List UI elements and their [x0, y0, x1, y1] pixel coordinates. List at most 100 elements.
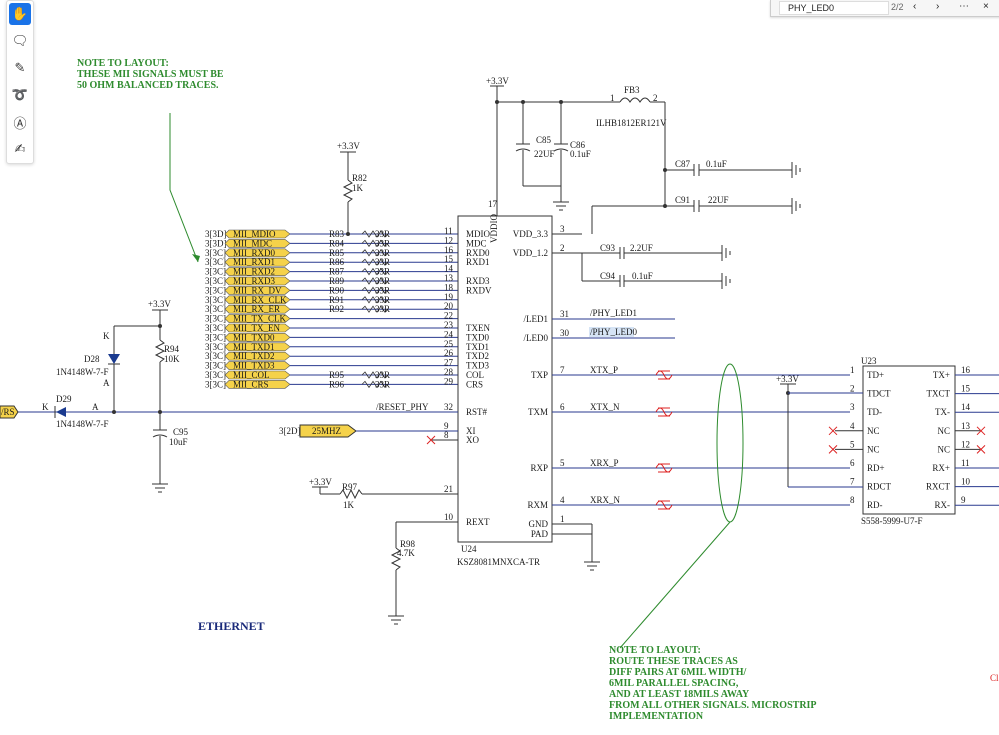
find-more-icon[interactable]: ⋯ — [959, 1, 969, 12]
mii-resistor — [361, 267, 389, 276]
mii-net-label: MII_TXD2 — [233, 351, 275, 361]
u24-vddio-label: VDDIO — [489, 214, 499, 243]
u24-right-pin-number: 7 — [560, 365, 565, 375]
u24-pin-name: RXDV — [466, 285, 492, 295]
mii-port-flag — [224, 267, 291, 276]
u24-pin-number: 22 — [444, 311, 453, 321]
u24-right-pin-name: RXM — [527, 500, 548, 510]
find-input[interactable]: PHY_LED0 — [779, 1, 889, 15]
u24-ground — [552, 523, 600, 571]
sign-icon[interactable]: ✍ — [14, 141, 26, 157]
mii-sheet-ref: 3[3C] — [205, 351, 226, 361]
mii-net-label: MII_RXD0 — [233, 248, 275, 258]
mii-resistor — [361, 305, 389, 313]
mii-resistor-value: 33R — [375, 229, 390, 239]
find-close-icon[interactable]: × — [983, 1, 989, 12]
mii-resistor — [361, 286, 389, 295]
mii-resistor — [361, 371, 389, 379]
mii-resistor — [361, 258, 389, 266]
net-xtxp: XTX_P — [590, 365, 618, 375]
u23-ref: U23 — [861, 356, 877, 366]
r82-ref: R82 — [352, 173, 367, 183]
pen-icon[interactable]: ✎ — [14, 60, 26, 76]
u23-nc-mark-right — [976, 426, 986, 436]
r94-ref: R94 — [164, 344, 180, 354]
fb3-ref: FB3 — [624, 85, 640, 95]
u23-right-pin-name: TX- — [935, 407, 950, 417]
u23-right-pin-number: 13 — [961, 421, 971, 431]
d29-a: A — [92, 402, 99, 412]
u24-pin-name: TXD2 — [466, 351, 489, 361]
u23-magnetics: U23 S558-5999-U7-F +3.3V — [776, 356, 956, 526]
mii-resistor-value: 33R — [375, 370, 390, 380]
find-count: 2/2 — [891, 2, 904, 12]
u23-left-pin-number: 1 — [850, 365, 855, 375]
mii-net-label: MII_CRS — [233, 379, 269, 389]
reset-circuit: +3.3V K A D28 1N4148W-7-F R94 10K /RS K … — [0, 299, 458, 493]
d28-ref: D28 — [84, 354, 100, 364]
d28-diode — [108, 354, 120, 364]
mii-net-label: MII_COL — [233, 370, 270, 380]
add-comment-icon[interactable]: 🗨 — [11, 33, 29, 49]
diffpair-marker-1 — [655, 370, 673, 380]
c91-ref: C91 — [675, 195, 690, 205]
net-xrxp: XRX_P — [590, 458, 619, 468]
note2-line1: NOTE TO LAYOUT: — [609, 645, 701, 656]
u23-right-pin-number: 9 — [961, 495, 966, 505]
mii-sheet-ref: 3[3C] — [205, 323, 226, 333]
u23-right-pin-name: TXCT — [927, 389, 951, 399]
hand-tool-icon[interactable]: ✋ — [9, 3, 31, 25]
diff-pairs: XTX_P XTX_N XRX_P XRX_N — [552, 363, 850, 649]
mii-resistor-ref: R91 — [329, 295, 344, 305]
mii-port-flag — [224, 380, 291, 389]
u24-right-pin-number: 6 — [560, 402, 565, 412]
text-select-icon[interactable]: Ⓐ — [13, 116, 27, 132]
u23-right-pin-name: RXCT — [926, 482, 951, 492]
u24-pin-number: 23 — [444, 320, 454, 330]
mii-sheet-ref: 3[3C] — [205, 332, 226, 342]
find-next-icon[interactable]: › — [936, 1, 940, 12]
mii-sheet-ref: 3[3D] — [205, 238, 227, 248]
u24-right-pin-name: /LED0 — [524, 333, 549, 343]
u23-right-pin-number: 10 — [961, 477, 971, 487]
u24-pin-name: RXD3 — [466, 276, 490, 286]
u23-part: S558-5999-U7-F — [861, 516, 923, 526]
mii-port-flag — [224, 304, 291, 314]
clock-input: 3[2D] 25MHZ — [279, 424, 458, 445]
c85-value: 22UF — [534, 149, 555, 159]
mii-port-flag — [224, 351, 291, 361]
u23-left-pin-name: NC — [867, 426, 880, 436]
u23-right-pin-name: RX+ — [932, 463, 950, 473]
net-led0: /PHY_LED0 — [590, 327, 637, 337]
u24-pin-number: 13 — [444, 273, 454, 283]
find-prev-icon[interactable]: ‹ — [913, 1, 917, 12]
note2-line4: 6MIL PARALLEL SPACING, — [609, 678, 739, 689]
u23-left-pin-number: 7 — [850, 477, 855, 487]
page-title: ETHERNET — [198, 619, 265, 633]
u24-pin-name: COL — [466, 370, 484, 380]
note2-line7: IMPLEMENTATION — [609, 711, 704, 722]
lasso-icon[interactable]: ➰ — [11, 87, 29, 103]
mii-port-flag — [224, 286, 291, 295]
mii-resistor-ref: R96 — [329, 379, 345, 389]
u23-nc-mark-right — [976, 445, 986, 454]
u24-pin-name: TXD3 — [466, 361, 489, 371]
c95-ref: C95 — [173, 427, 189, 437]
c86-ref: C86 — [570, 140, 586, 150]
mii-resistor-ref: R84 — [329, 238, 345, 248]
u24-pin-number: 11 — [444, 226, 453, 236]
u24-left-pin-name: XO — [466, 435, 479, 445]
mii-resistor-ref: R86 — [329, 257, 345, 267]
u24-pin-number: 29 — [444, 376, 454, 386]
d28-part: 1N4148W-7-F — [56, 367, 109, 377]
mii-resistor-ref: R92 — [329, 304, 344, 314]
u23-left-pin-name: TD- — [867, 407, 882, 417]
mii-port-flag — [224, 314, 291, 323]
d29-part: 1N4148W-7-F — [56, 419, 109, 429]
mii-resistor — [361, 296, 389, 304]
mii-port-flag — [224, 370, 291, 380]
rs-port-label: /RS — [1, 407, 15, 417]
fb3-pin2: 2 — [653, 93, 658, 103]
